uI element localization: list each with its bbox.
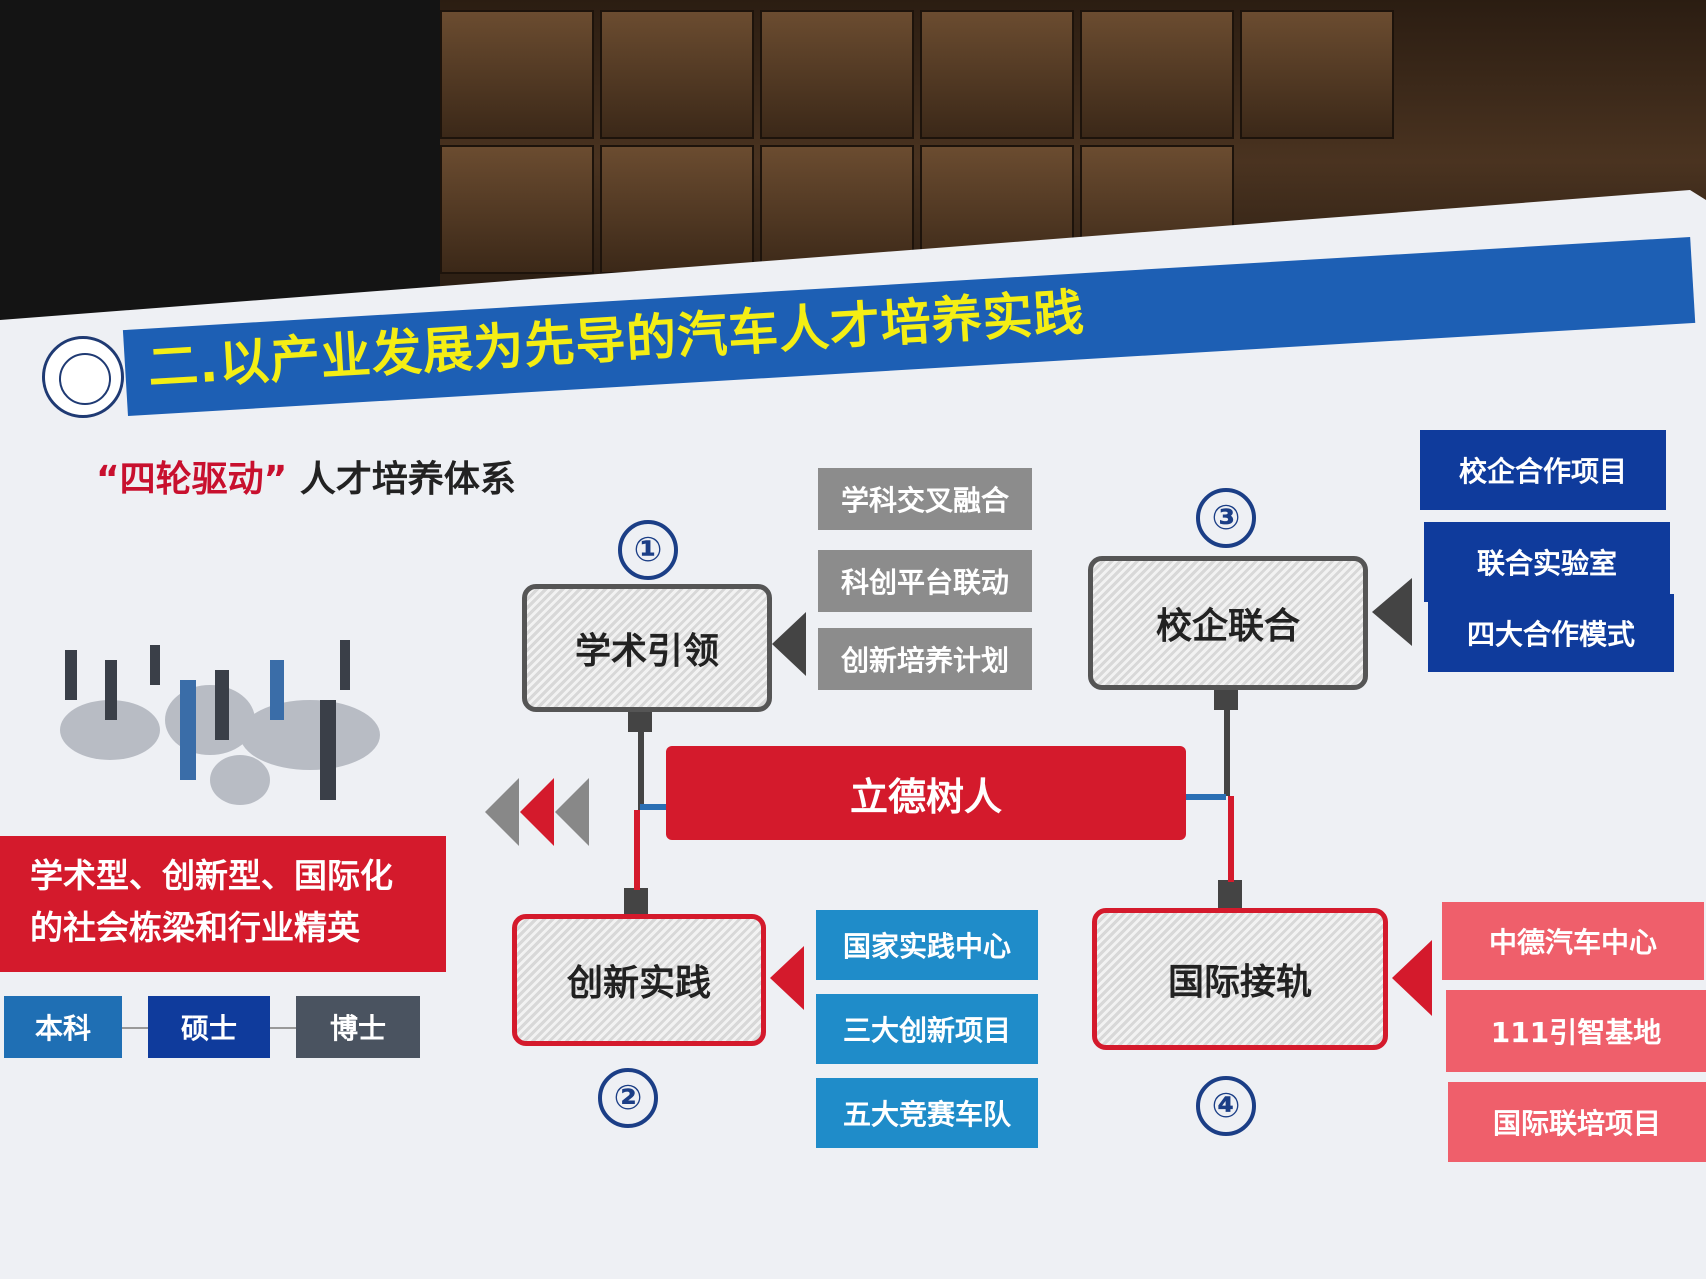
venue-wall <box>0 0 1706 360</box>
tag-academic-3: 创新培养计划 <box>818 628 1032 690</box>
world-map-people-image <box>60 640 380 805</box>
wall-panel <box>760 10 914 139</box>
wheel-innovation: 创新实践 <box>512 914 766 1046</box>
tag-academic-2: 科创平台联动 <box>818 550 1032 612</box>
subtitle-rest: 人才培养体系 <box>299 459 516 500</box>
connector-line <box>634 810 640 890</box>
connector-block <box>1218 880 1242 908</box>
connector-line <box>638 730 644 810</box>
tag-innovation-1: 国家实践中心 <box>816 910 1038 980</box>
tag-international-1: 中德汽车中心 <box>1442 902 1704 980</box>
degree-connector <box>270 1027 296 1029</box>
tag-international-2: 111引智基地 <box>1446 990 1706 1072</box>
tag-industry-3: 四大合作模式 <box>1428 594 1674 672</box>
wall-panel <box>440 145 594 274</box>
tag-academic-1: 学科交叉融合 <box>818 468 1032 530</box>
chevron-left-icon <box>555 778 589 846</box>
connector-line <box>1186 794 1226 800</box>
center-core-label: 立德树人 <box>666 746 1186 840</box>
degree-phd: 博士 <box>296 996 420 1058</box>
tag-innovation-3: 五大竞赛车队 <box>816 1078 1038 1148</box>
wheel-academic: 学术引领 <box>522 584 772 712</box>
wheel-number-4: ④ <box>1196 1076 1256 1136</box>
chevron-left-icon <box>1372 578 1412 646</box>
goal-line-2: 的社会栋梁和行业精英 <box>30 908 360 947</box>
connector-line <box>640 804 668 810</box>
chevron-left-icon <box>770 946 804 1010</box>
wall-panel <box>440 10 594 139</box>
subtitle-quote: “四轮驱动” <box>96 459 288 500</box>
chevron-left-icon <box>520 778 554 846</box>
chevron-left-icon <box>772 612 806 676</box>
degree-bachelor: 本科 <box>4 996 122 1058</box>
wheel-industry: 校企联合 <box>1088 556 1368 690</box>
wall-panel <box>1240 10 1394 139</box>
wheel-international: 国际接轨 <box>1092 908 1388 1050</box>
degree-connector <box>118 1027 154 1029</box>
university-logo-icon <box>42 336 124 418</box>
wheel-number-1: ① <box>618 520 678 580</box>
wheel-number-3: ③ <box>1196 488 1256 548</box>
connector-line <box>1224 708 1230 796</box>
wall-panel <box>920 10 1074 139</box>
wall-panel <box>600 145 754 274</box>
tag-international-3: 国际联培项目 <box>1448 1082 1706 1162</box>
wall-panel <box>1080 10 1234 139</box>
degree-master: 硕士 <box>148 996 270 1058</box>
chevron-left-icon <box>485 778 519 846</box>
wall-panel <box>600 10 754 139</box>
wheel-number-2: ② <box>598 1068 658 1128</box>
goal-line-1: 学术型、创新型、国际化 <box>30 856 393 895</box>
tag-industry-1: 校企合作项目 <box>1420 430 1666 510</box>
talent-goal-box: 学术型、创新型、国际化 的社会栋梁和行业精英 <box>0 836 446 972</box>
tag-industry-2: 联合实验室 <box>1424 522 1670 602</box>
chevron-left-icon <box>1392 940 1432 1016</box>
tag-innovation-2: 三大创新项目 <box>816 994 1038 1064</box>
subtitle: “四轮驱动” 人才培养体系 <box>96 450 516 502</box>
connector-block <box>624 888 648 916</box>
connector-line <box>1228 796 1234 882</box>
